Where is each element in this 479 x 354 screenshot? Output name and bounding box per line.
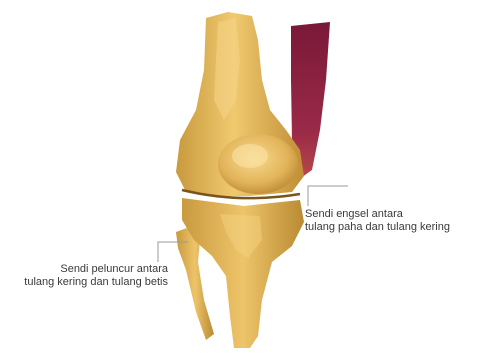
hinge-joint-label: Sendi engsel antara tulang paha dan tula… [305, 208, 450, 234]
patella-highlight [232, 144, 268, 168]
gliding-joint-label-line1: Sendi peluncur antara [14, 263, 168, 276]
gliding-joint-label: Sendi peluncur antara tulang kering dan … [14, 263, 168, 289]
hinge-joint-label-line1: Sendi engsel antara [305, 208, 450, 221]
gliding-joint-label-line2: tulang kering dan tulang betis [14, 276, 168, 289]
hinge-joint-label-line2: tulang paha dan tulang kering [305, 221, 450, 234]
hinge-joint-leader-line [308, 186, 348, 206]
